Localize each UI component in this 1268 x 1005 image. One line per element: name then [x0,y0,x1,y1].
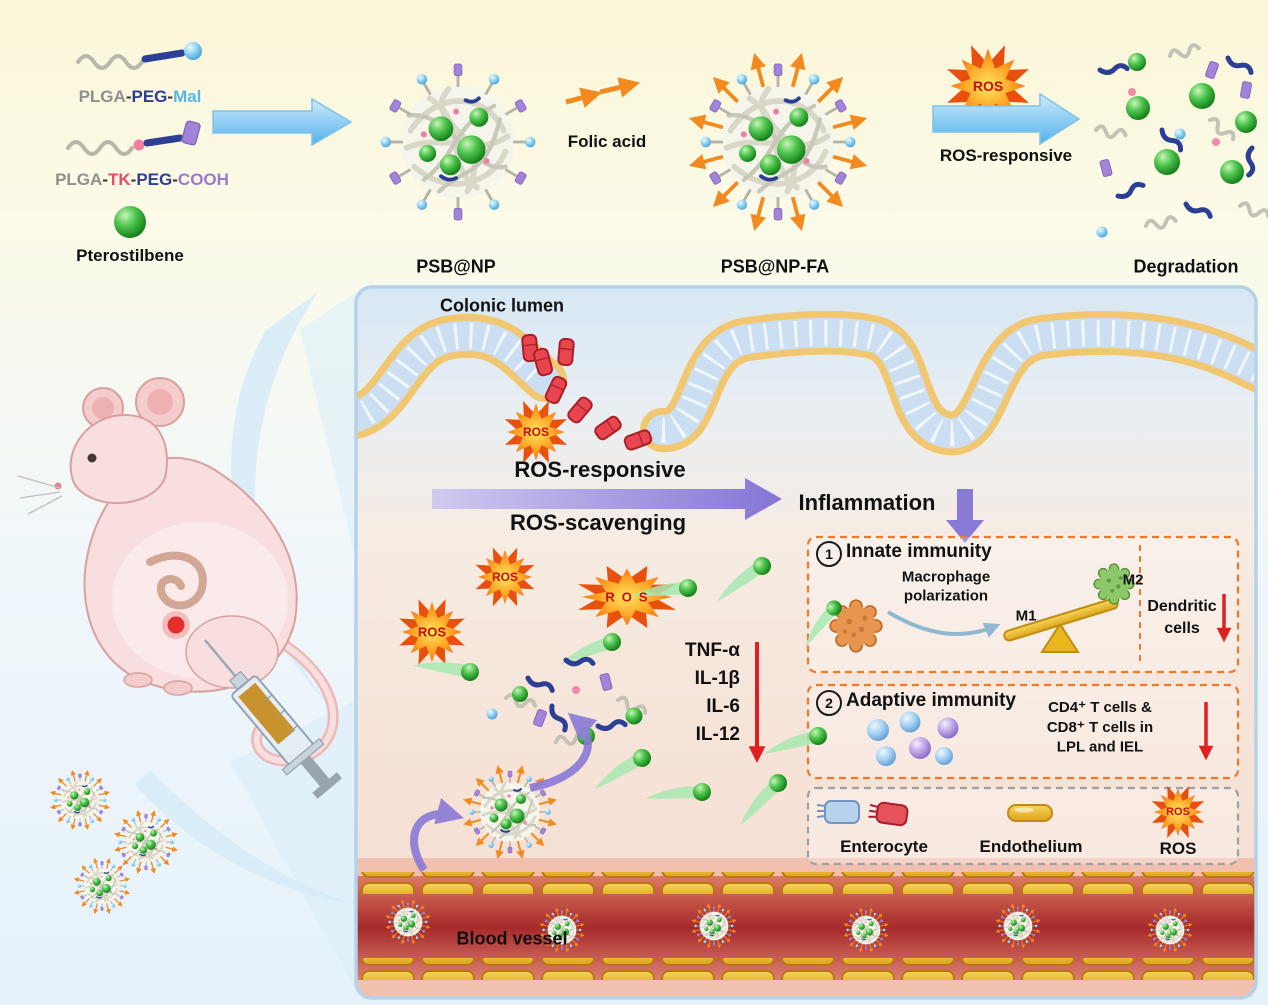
mouse-eye [87,453,97,463]
inflamed-colon-spot [167,616,185,634]
vessel-to-tissue-arrow [410,798,464,873]
zoom-swoosh [135,292,356,990]
label-plga-peg-mal: PLGA-PEG-Mal [78,87,202,106]
mouse-whiskers [17,475,63,515]
label-adaptive-immunity: Adaptive immunity [846,690,1016,711]
label-enterocyte: Enterocyte [840,837,928,856]
nanoparticle-extravasating [466,768,555,857]
label-m2: M2 [1122,571,1144,589]
innate-immunity-box [806,535,1240,674]
label-lpl-iel: LPL and IEL [1056,738,1144,756]
nanoparticle-degradation-arrow [529,712,598,792]
label-ros-responsive-top: ROS-responsive [939,146,1073,165]
label-m1: M1 [1015,607,1037,625]
psb-np-fa-particle [694,58,863,227]
damaged-enterocyte-icon [868,801,909,827]
ros-text-spread: ROS [605,589,655,605]
blood-vessel [356,858,1256,998]
syringe [204,639,342,799]
label-psb-np-fa: PSB@NP-FA [720,256,830,277]
syringe-liquid [238,682,296,745]
mouse-nose [54,482,62,490]
label-dendritic: Dendritic [1147,598,1217,615]
label-il-6: IL-6 [706,696,740,717]
label-cd4-t-cells: CD4⁺ T cells & [1048,699,1152,716]
mouse-illustration [17,377,339,767]
ros-text-top: ROS [972,78,1004,94]
label-pterostilbene: Pterostilbene [76,246,184,265]
label-il-12: IL-12 [695,724,740,745]
label-polarization: polarization [903,587,989,605]
label-folic-acid: Folic acid [567,132,647,151]
adaptive-number-badge: 2 [816,690,842,716]
label-dendritic-cells: cells [1164,620,1200,637]
ros-text-epithelium: ROS [522,425,550,439]
endothelium-bottom-row [356,958,1256,980]
endothelium-top-row [356,872,1256,894]
endothelium-icon [1007,804,1053,822]
tk-text: TK [107,170,131,189]
psb-np-particle [381,64,536,220]
folic-acid-arrows [565,77,641,108]
degradation-products [1093,41,1268,238]
label-il-1beta: IL-1β [694,668,740,689]
peg-text: PEG [131,87,168,106]
label-innate-immunity: Innate immunity [846,541,992,562]
plga-peg-mal-icon [76,42,202,70]
mal-text: Mal [173,87,202,106]
label-plga-tk-peg-cooh: PLGA-TK-PEG-COOH [55,170,229,189]
legend-box [806,786,1240,866]
ros-text-1: ROS [491,570,519,584]
label-blood-vessel: Blood vessel [456,928,568,949]
ros-responsive-arrow-top [932,92,1081,146]
main-panel-border [354,285,1258,1000]
polarization-arrow [886,610,1001,638]
innate-number-badge: 1 [816,541,842,567]
label-inflammation: Inflammation [798,490,936,515]
label-tnf-alpha: TNF-α [685,640,740,661]
cooh-text: COOH [177,170,229,189]
label-psb-np: PSB@NP [416,256,496,277]
plga-text: PLGA [78,87,126,106]
plga-tk-peg-cooh-icon [66,120,201,156]
assembly-arrow [212,97,353,147]
label-cd8-t-cells: CD8⁺ T cells in [1046,719,1154,736]
label-degradation: Degradation [1133,256,1239,277]
label-endothelium: Endothelium [979,837,1083,856]
mouse-colon [146,551,207,610]
t-cells [867,711,959,766]
enterocyte-icon [816,800,860,824]
inflammation-down-arrow [946,489,984,543]
label-ros-scavenging: ROS-scavenging [509,510,687,535]
label-macrophage: Macrophage [901,568,991,586]
ros-text-2: ROS [417,624,447,640]
label-colonic-lumen: Colonic lumen [439,295,565,316]
label-ros-legend: ROS [1159,839,1197,858]
label-ros-responsive: ROS-responsive [514,457,686,482]
ros-response-arrow [432,478,782,520]
ros-text-legend-icon: ROS [1166,806,1190,818]
pterostilbene-icon [114,206,146,238]
